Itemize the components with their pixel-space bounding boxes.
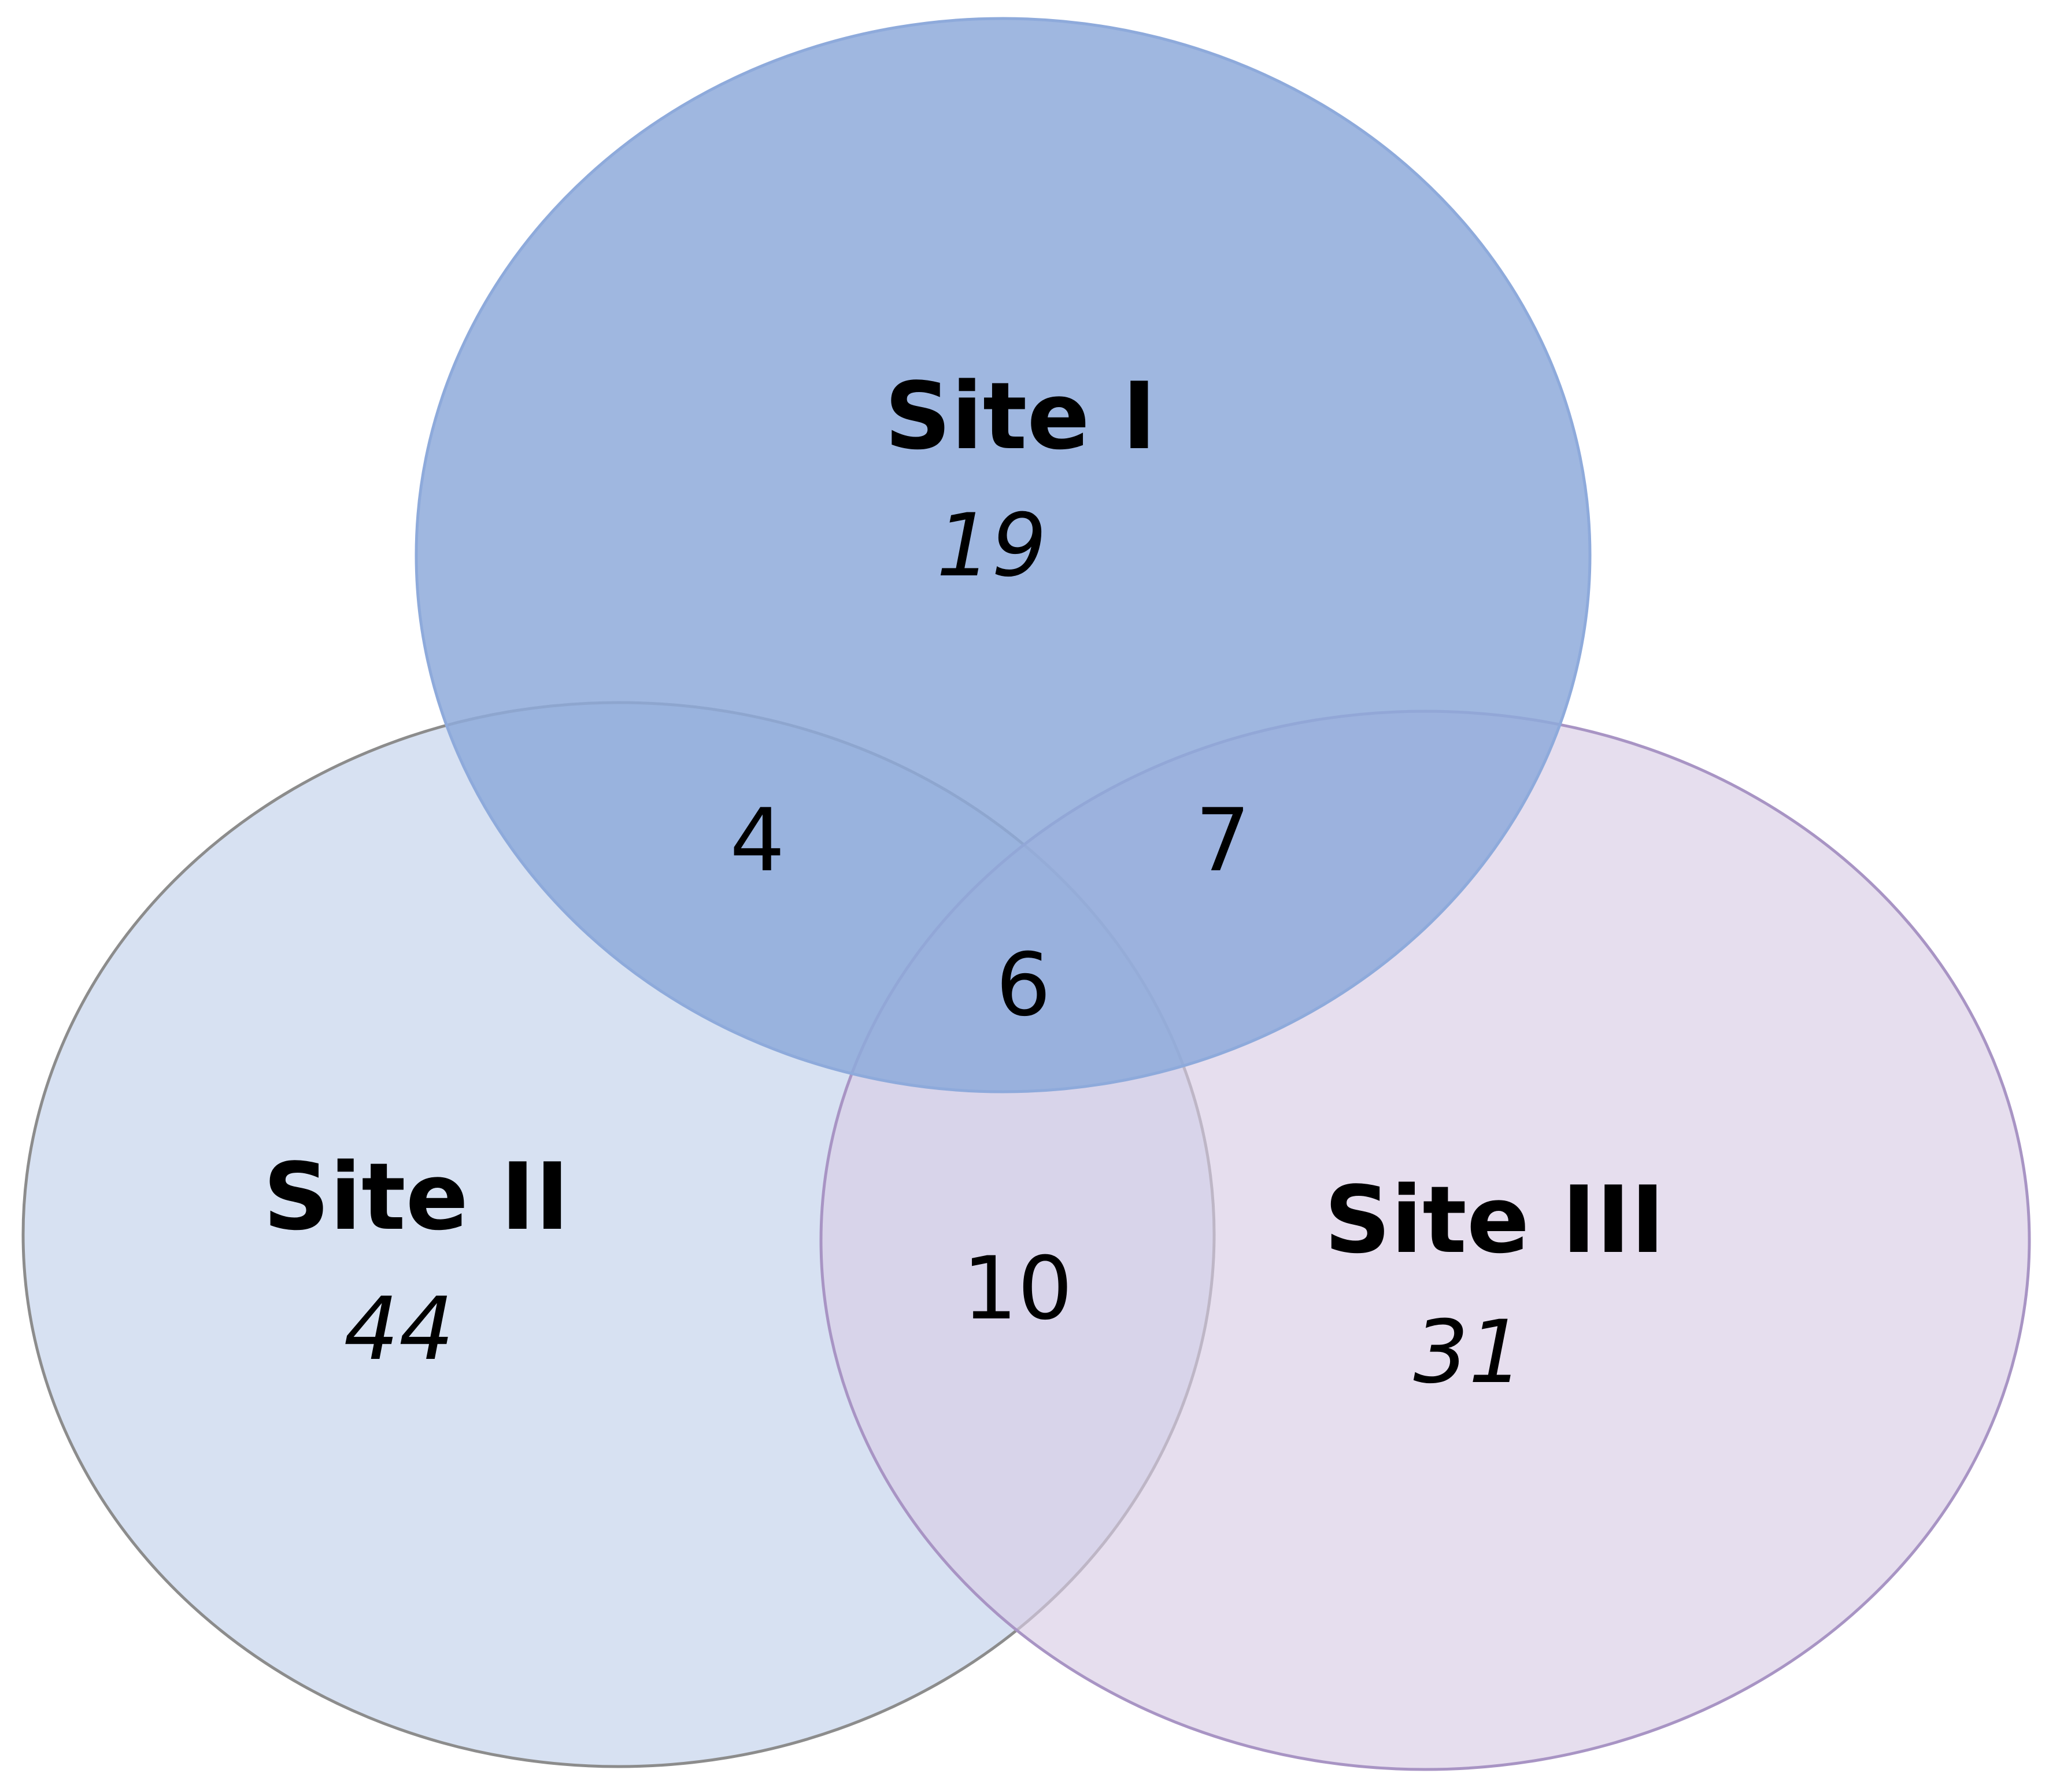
- site-1-count: 19: [937, 496, 1047, 596]
- site-2-count: 44: [344, 1279, 454, 1380]
- overlap-site1-site3: 7: [1195, 790, 1250, 891]
- site-2-label: Site II: [263, 1143, 569, 1251]
- overlap-site2-site3: 10: [963, 1239, 1073, 1339]
- site-1-label: Site I: [885, 362, 1156, 470]
- site-3-count: 31: [1414, 1302, 1524, 1403]
- overlap-site1-site2: 4: [730, 790, 785, 891]
- overlap-all-three: 6: [996, 935, 1051, 1036]
- site-1-ellipse: [415, 17, 1592, 1093]
- site-3-label: Site III: [1324, 1166, 1665, 1274]
